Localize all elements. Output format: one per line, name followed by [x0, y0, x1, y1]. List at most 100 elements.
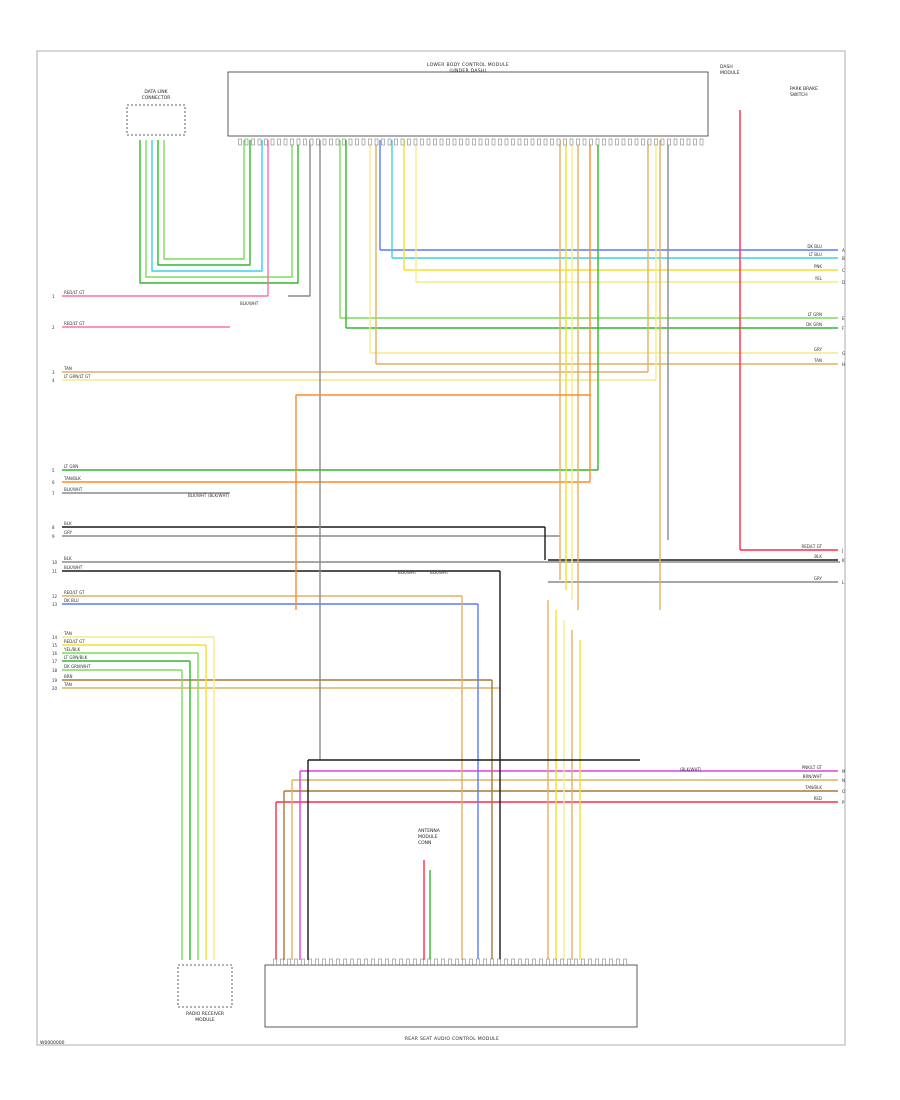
bottom-module-pin [385, 958, 389, 966]
left-wire-num-14: 14 [52, 635, 58, 640]
bottom-module-pin [392, 958, 396, 966]
right-wire-num-12: M [842, 769, 846, 774]
right-wire-num-8: H [842, 362, 845, 367]
top-left-module-line1: DATA LINK [144, 89, 168, 95]
top-module-pin [634, 138, 639, 146]
top-module-pin [374, 138, 379, 146]
bottom-module-pin [609, 958, 613, 966]
bottom-mid-note-line2: MODULE [418, 834, 438, 840]
bottom-module-pin [553, 958, 557, 966]
top-module-pin [491, 138, 496, 146]
top-module-pin [569, 138, 574, 146]
bottom-module: REAR SEAT AUDIO CONTROL MODULE [264, 964, 638, 1042]
top-module-pin [342, 138, 346, 146]
right-wire-num-15: P [842, 800, 845, 805]
top-module-pin [303, 138, 307, 146]
left-wire-num-2: 2 [52, 325, 55, 330]
top-module-pin [582, 138, 587, 146]
top-module-pin [335, 138, 340, 146]
left-wire-num-11: 11 [52, 569, 58, 574]
bottom-module-pin [602, 958, 606, 966]
right-wire-label-8: TAN [813, 358, 822, 363]
bottom-mid-note-line1: ANTENNA [418, 828, 441, 834]
bottom-module-pin [469, 958, 473, 966]
right-wire-num-7: G [842, 351, 845, 356]
top-module-pin [368, 138, 372, 146]
bottom-module-pin [560, 958, 564, 966]
bottom-mid-note-line3: CONN [418, 840, 431, 846]
left-wire-num-8: 8 [52, 525, 55, 530]
top-module-pin [361, 138, 366, 146]
top-module-pin [452, 138, 457, 146]
bottom-module-pin [420, 958, 424, 966]
bottom-module-pin [399, 958, 403, 966]
left-wire-num-20: 20 [52, 686, 58, 691]
top-module-pin [413, 138, 418, 146]
top-module-pin [472, 138, 476, 146]
left-wire-num-4: 4 [52, 378, 55, 383]
footer-code: W0000000 [40, 1040, 65, 1046]
top-module: LOWER BODY CONTROL MODULE (UNDER DASH) [227, 62, 709, 137]
top-module-pin [283, 138, 288, 146]
bottom-module-pin [532, 958, 536, 966]
top-module-pin [511, 138, 515, 146]
right-wire-num-4: D [842, 280, 845, 285]
bottom-module-pin [511, 958, 515, 966]
bottom-module-pin [574, 958, 578, 966]
left-wire-label-6: TAN/BLK [63, 476, 81, 481]
bottom-left-module: RADIO RECEIVER MODULE [177, 964, 233, 1023]
right-wire-label-6: DK GRN [806, 322, 822, 327]
bottom-module-pin [413, 958, 417, 966]
bottom-module-pin [455, 958, 459, 966]
right-wire-label-5: LT GRN [808, 312, 822, 317]
left-wire-label-10: BLK [64, 556, 72, 561]
bottom-module-pin [406, 958, 410, 966]
right-wire-num-13: N [842, 778, 845, 783]
top-module-pin [322, 138, 327, 146]
right-wire-num-6: F [842, 326, 845, 331]
top-right-module: DASH MODULE PARK BRAKE SWITCH [720, 64, 818, 98]
bottom-module-pin [273, 958, 277, 966]
top-module-pin [602, 138, 606, 146]
top-module-pin [543, 138, 548, 146]
left-wire-num-3: 3 [52, 370, 55, 375]
ground-label-1: (BLK/WHT) [208, 493, 230, 498]
top-module-pin [680, 138, 684, 146]
bottom-module-pin [595, 958, 599, 966]
connector-pins [238, 138, 704, 966]
bottom-module-pin [462, 958, 466, 966]
bottom-module-pin [476, 958, 480, 966]
bottom-module-pin [301, 958, 305, 966]
bottom-module-pin [518, 958, 522, 966]
bottom-module-pin [441, 958, 445, 966]
left-wire-label-13: DK BLU [64, 598, 79, 603]
top-module-title: LOWER BODY CONTROL MODULE [427, 62, 509, 68]
bottom-module-pin [616, 958, 620, 966]
right-wire-num-1: A [842, 248, 845, 253]
left-wire-num-10: 10 [52, 560, 58, 565]
bottom-module-pin [567, 958, 571, 966]
splice-label-1: BLK/WHT [240, 301, 259, 306]
top-right-switch-line1: PARK BRAKE [790, 86, 818, 92]
bottom-module-pin [434, 958, 438, 966]
bottom-left-module-line1: RADIO RECEIVER [186, 1011, 224, 1017]
bottom-module-pin [378, 958, 382, 966]
bottom-module-pin [315, 958, 319, 966]
bottom-module-pin [329, 958, 333, 966]
left-wire-num-15: 15 [52, 643, 58, 648]
top-module-pin [576, 138, 580, 146]
left-wire-num-17: 17 [52, 659, 58, 664]
top-module-pin [296, 138, 301, 146]
left-wire-num-6: 6 [52, 480, 55, 485]
top-module-pin [498, 138, 502, 146]
top-module-pin [530, 138, 535, 146]
top-module-pin [277, 138, 281, 146]
right-wire-label-15: RED [814, 796, 822, 801]
top-module-pin [608, 138, 613, 146]
diagram-frame [36, 50, 846, 1046]
top-module-pin [485, 138, 489, 146]
right-wire-num-11: L [842, 580, 845, 585]
top-module-pin [439, 138, 444, 146]
top-left-module: DATA LINK CONNECTOR [126, 89, 186, 136]
